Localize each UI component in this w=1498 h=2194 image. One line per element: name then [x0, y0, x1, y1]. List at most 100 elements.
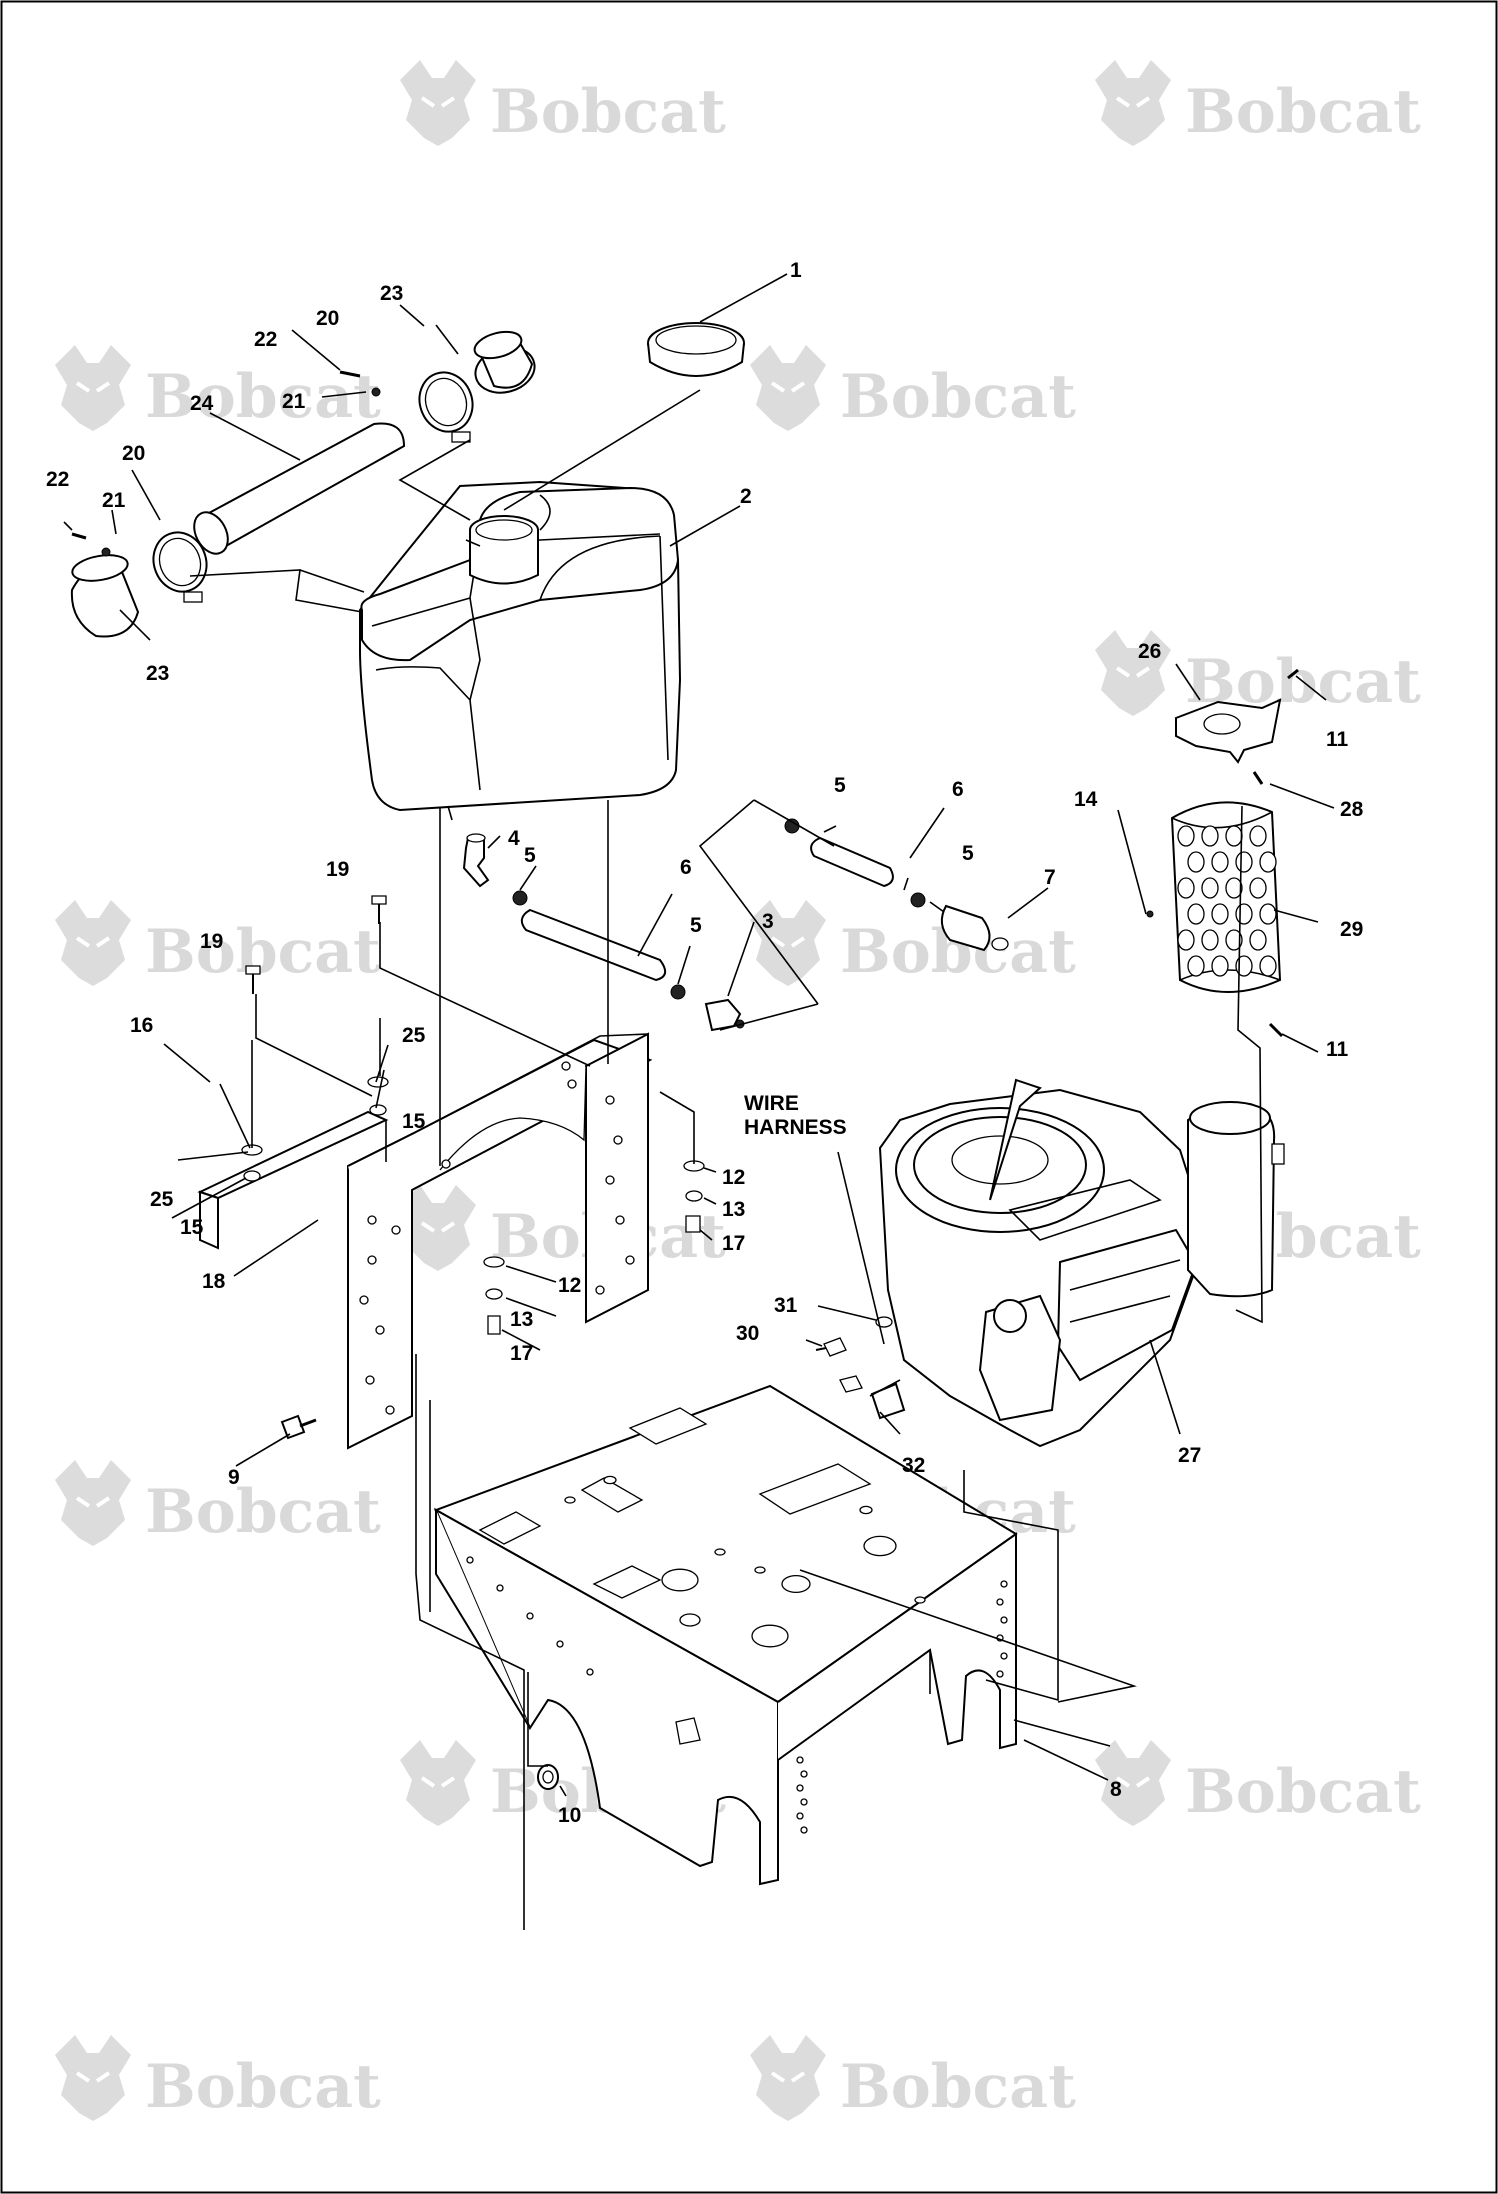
callout-5a: 5: [524, 844, 536, 867]
mounting-hole: [613, 1135, 623, 1145]
callout-26: 26: [1138, 640, 1161, 663]
small-hardware: [241, 895, 705, 1790]
perforation-hole: [1225, 825, 1243, 847]
screws-21-22: [71, 370, 381, 557]
bobcat-head-logo-icon: [53, 343, 133, 433]
callout-20a: 20: [316, 307, 339, 330]
frame-hole: [556, 1640, 564, 1648]
watermark-brand-text: Bobcat: [840, 2052, 1076, 2122]
callout-29: 29: [1340, 918, 1363, 941]
wire-harness-label-line2: HARNESS: [744, 1116, 847, 1139]
frame-hole: [781, 1574, 811, 1594]
callout-15b: 15: [180, 1216, 204, 1239]
callout-7: 7: [1044, 866, 1056, 889]
perforation-hole: [1225, 877, 1243, 899]
callout-32: 32: [902, 1454, 925, 1477]
callout-6a: 6: [680, 856, 692, 879]
bobcat-watermark: Bobcat: [53, 343, 381, 433]
frame-hole: [996, 1670, 1004, 1678]
mounting-hole: [359, 1295, 369, 1305]
bobcat-head-logo-icon: [748, 343, 828, 433]
mounting-hole: [567, 1079, 577, 1089]
callout-10: 10: [558, 1804, 581, 1827]
callout-31: 31: [774, 1294, 798, 1317]
frame-hole: [1000, 1652, 1008, 1660]
air-intake-tube-24: [193, 422, 406, 555]
callout-14: 14: [1074, 788, 1098, 811]
frame-hole: [1000, 1580, 1008, 1588]
callout-23a: 23: [380, 282, 403, 305]
bobcat-head-logo-icon: [1093, 58, 1173, 148]
watermark-brand-text: Bobcat: [1185, 77, 1421, 147]
callout-25b: 25: [150, 1188, 174, 1211]
engine-27: [878, 1078, 1198, 1448]
frame-hole: [800, 1770, 808, 1778]
bobcat-watermark: Bobcat: [398, 58, 726, 148]
mounting-hole: [367, 1215, 377, 1225]
mounting-hole: [605, 1175, 615, 1185]
perforation-hole: [1201, 877, 1219, 899]
callout-1: 1: [790, 259, 802, 282]
watermark-brand-text: Bobcat: [145, 917, 381, 987]
frame-hole: [526, 1612, 534, 1620]
perforation-hole: [1249, 929, 1267, 951]
callout-22a: 22: [254, 328, 277, 351]
frame-hole: [796, 1756, 804, 1764]
perforation-hole: [1201, 929, 1219, 951]
callout-13b: 13: [510, 1308, 533, 1331]
fuel-hose-6-left: [520, 908, 667, 982]
watermark-brand-text: Bobcat: [840, 362, 1076, 432]
mounting-hole: [561, 1061, 571, 1071]
bobcat-head-logo-icon: [398, 58, 478, 148]
callout-27: 27: [1178, 1444, 1201, 1467]
watermark-brand-text: Bobcat: [145, 1477, 381, 1547]
frame-hole: [859, 1505, 873, 1515]
callout-21b: 21: [102, 489, 126, 512]
heat-shield-holes: [1177, 825, 1277, 977]
bobcat-watermark: Bobcat: [53, 2033, 381, 2123]
hose-clamps-5: [512, 818, 926, 1000]
base-frame-8: [433, 1384, 1018, 1886]
frame-hole: [996, 1598, 1004, 1606]
cap-23-upper: [473, 330, 536, 394]
mounting-hole: [375, 1325, 385, 1335]
fuel-fitting-4: [462, 833, 490, 888]
frame-hole: [800, 1826, 808, 1834]
perforation-hole: [1235, 851, 1253, 873]
perforation-hole: [1211, 903, 1229, 925]
perforation-hole: [1235, 903, 1253, 925]
fuel-filter-7: [929, 901, 1009, 952]
bobcat-head-logo-icon: [53, 1458, 133, 1548]
bobcat-head-logo-icon: [398, 1738, 478, 1828]
bobcat-watermark: Bobcat: [1093, 1738, 1421, 1828]
frame-hole: [564, 1496, 576, 1504]
bobcat-watermark: Bobcat: [53, 1458, 381, 1548]
fuel-tank: [359, 480, 682, 821]
perforation-hole: [1211, 851, 1229, 873]
callout-5b: 5: [690, 914, 702, 937]
frame-hole: [1000, 1616, 1008, 1624]
fuel-hose-6-right: [810, 836, 894, 888]
mounting-hole: [385, 1405, 395, 1415]
shutoff-valve-3: [704, 998, 745, 1032]
muffler-canister: [1187, 1101, 1285, 1298]
callouts: 1 2 3 4 5 5 5 5 6 6 7 8 9 10 11 11 12 12…: [46, 259, 1364, 1827]
callout-24: 24: [190, 392, 214, 415]
mounting-hole: [605, 1095, 615, 1105]
callout-16: 16: [130, 1014, 153, 1037]
callout-19a: 19: [326, 858, 349, 881]
callout-11b: 11: [1326, 1038, 1349, 1061]
watermark-brand-text: Bobcat: [1185, 1757, 1421, 1827]
bobcat-watermark: Bobcat: [1093, 58, 1421, 148]
frame-hole: [914, 1596, 926, 1604]
callout-5c: 5: [834, 774, 846, 797]
callout-12b: 12: [558, 1274, 581, 1297]
perforation-hole: [1187, 955, 1205, 977]
callout-2: 2: [740, 485, 752, 508]
mounting-hole: [367, 1255, 377, 1265]
mounting-hole: [441, 1159, 451, 1169]
frame-hole: [496, 1584, 504, 1592]
perforation-hole: [1187, 851, 1205, 873]
